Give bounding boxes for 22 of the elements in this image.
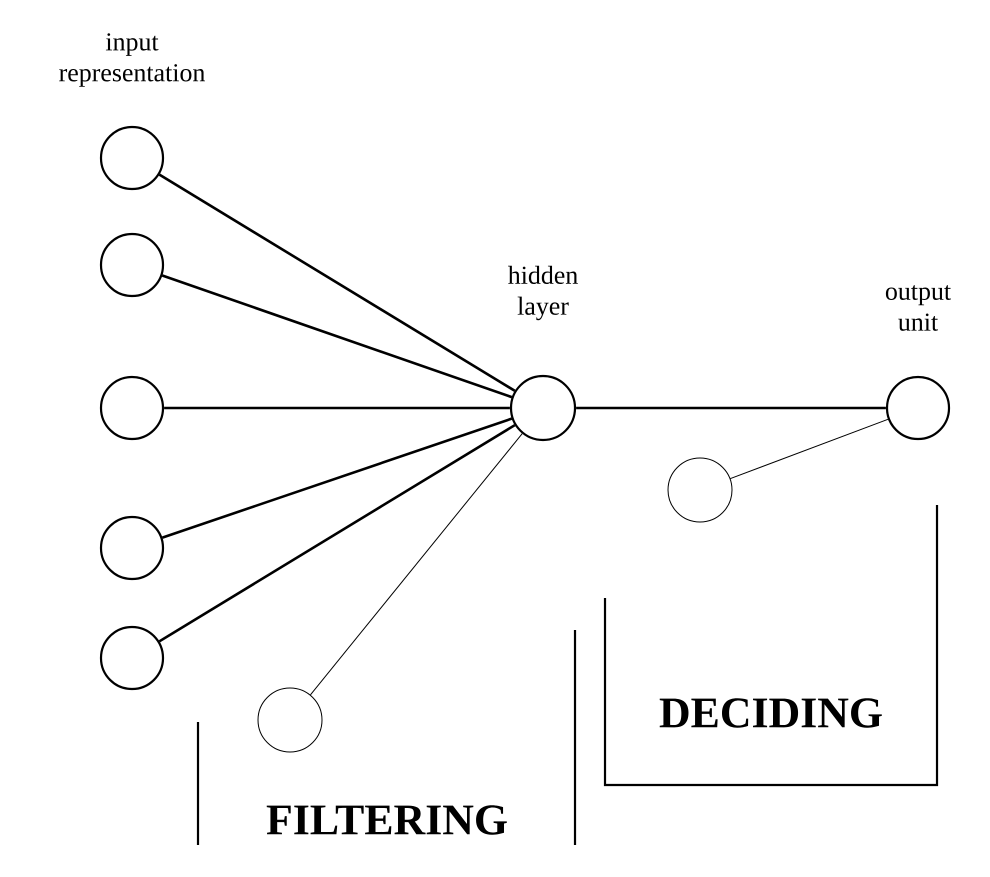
- unit-circle: [100, 232, 164, 298]
- connection-line: [158, 174, 516, 392]
- unit-circle: [668, 458, 732, 522]
- connection-line: [310, 433, 523, 696]
- node-label: output unit: [886, 285, 951, 331]
- connection-line: [158, 424, 516, 642]
- bracket-box: DECIDING: [604, 505, 938, 786]
- layer-label: input representation: [59, 33, 205, 87]
- node-label: hidden layer: [508, 266, 578, 320]
- connection-line: [730, 418, 888, 480]
- unit-circle: [100, 626, 164, 690]
- unit-circle: [510, 374, 576, 442]
- unit-circle: [886, 376, 950, 440]
- unit-circle: [100, 516, 164, 580]
- unit-circle: [258, 688, 322, 752]
- connection-line: [164, 406, 510, 410]
- unit-circle: [100, 376, 164, 440]
- connection-line: [162, 417, 512, 539]
- connection-line: [576, 406, 886, 410]
- bracket-box: FILTERING: [196, 630, 576, 845]
- unit-circle: [100, 126, 164, 190]
- connection-line: [162, 274, 512, 398]
